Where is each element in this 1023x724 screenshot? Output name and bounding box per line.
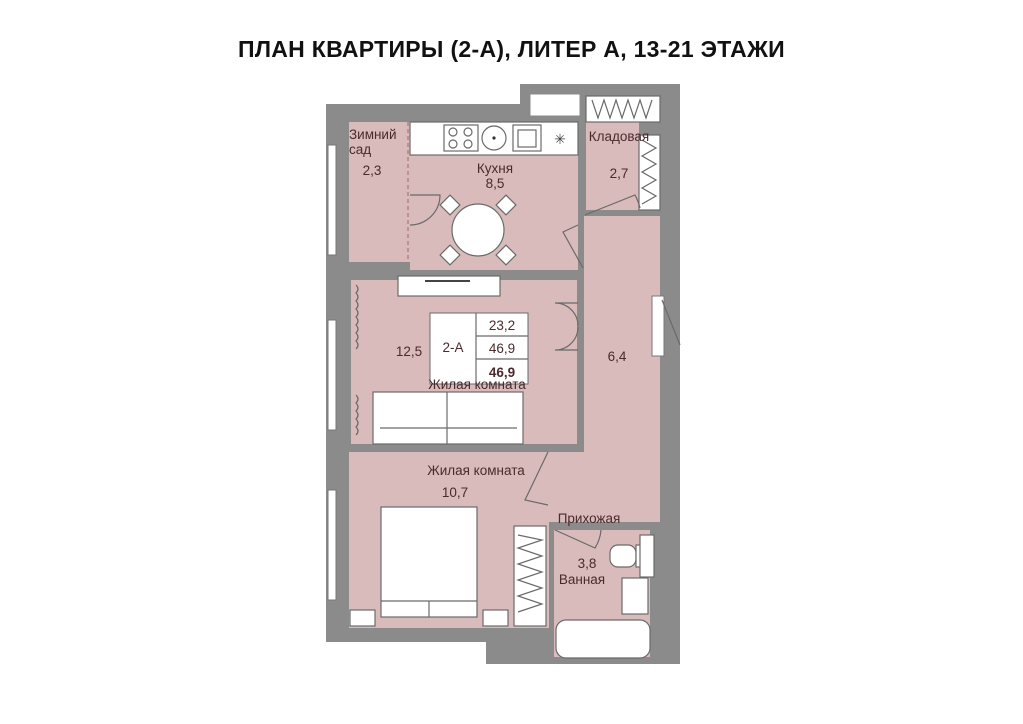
nightstand (482, 609, 509, 627)
sink-round-icon (481, 125, 507, 151)
total-area-bold: 46,9 (489, 365, 515, 380)
dining-table (439, 194, 517, 266)
room-storage (586, 122, 639, 210)
toilet (609, 544, 637, 568)
bedroom-furniture (349, 506, 547, 627)
storage-shelves (585, 95, 661, 211)
living-furniture (355, 275, 524, 445)
garden-door (409, 194, 441, 226)
bathroom-furniture (555, 534, 655, 659)
bathroom-label: Ванная (559, 572, 605, 587)
bedroom-area: 10,7 (442, 485, 468, 500)
living-room-label: Жилая комната (428, 377, 526, 392)
bathtub (555, 619, 651, 659)
living-room-area: 12,5 (396, 344, 422, 359)
doors (524, 194, 681, 549)
kitchen-counter: ✳ (409, 121, 579, 156)
bedroom-label: Жилая комната (427, 463, 525, 478)
winter-garden-label-2: сад (349, 142, 371, 157)
vent (639, 534, 655, 578)
storage-area: 2,7 (610, 166, 629, 181)
nightstand (349, 609, 376, 627)
bed (380, 506, 478, 618)
storage-label: Кладовая (589, 129, 649, 144)
kitchen-area: 8,5 (486, 176, 505, 191)
total-area-value: 46,9 (489, 341, 515, 356)
winter-garden-label-1: Зимний (349, 127, 397, 142)
living-area-value: 23,2 (489, 318, 515, 333)
vent-shaft (529, 93, 581, 117)
washbasin (621, 577, 649, 615)
sofa (372, 391, 524, 445)
stove-icon (443, 124, 479, 152)
winter-garden-area: 2,3 (363, 163, 382, 178)
curtain (355, 284, 359, 350)
apartment-code: 2-А (442, 340, 463, 355)
apartment-info-box (429, 312, 529, 385)
plan-title: ПЛАН КВАРТИРЫ (2-А), ЛИТЕР А, 13-21 ЭТАЖ… (237, 36, 785, 62)
bathroom-area: 3,8 (578, 556, 597, 571)
hallway-area: 6,4 (608, 349, 627, 364)
hallway-label: Прихожая (558, 511, 621, 526)
windows (327, 144, 665, 601)
curtain (355, 394, 359, 436)
kitchen-label: Кухня (477, 161, 513, 176)
hall-lower (520, 452, 660, 522)
room-winter-garden (349, 122, 410, 262)
tv-stand (397, 275, 501, 297)
fan-icon: ✳ (554, 131, 566, 147)
